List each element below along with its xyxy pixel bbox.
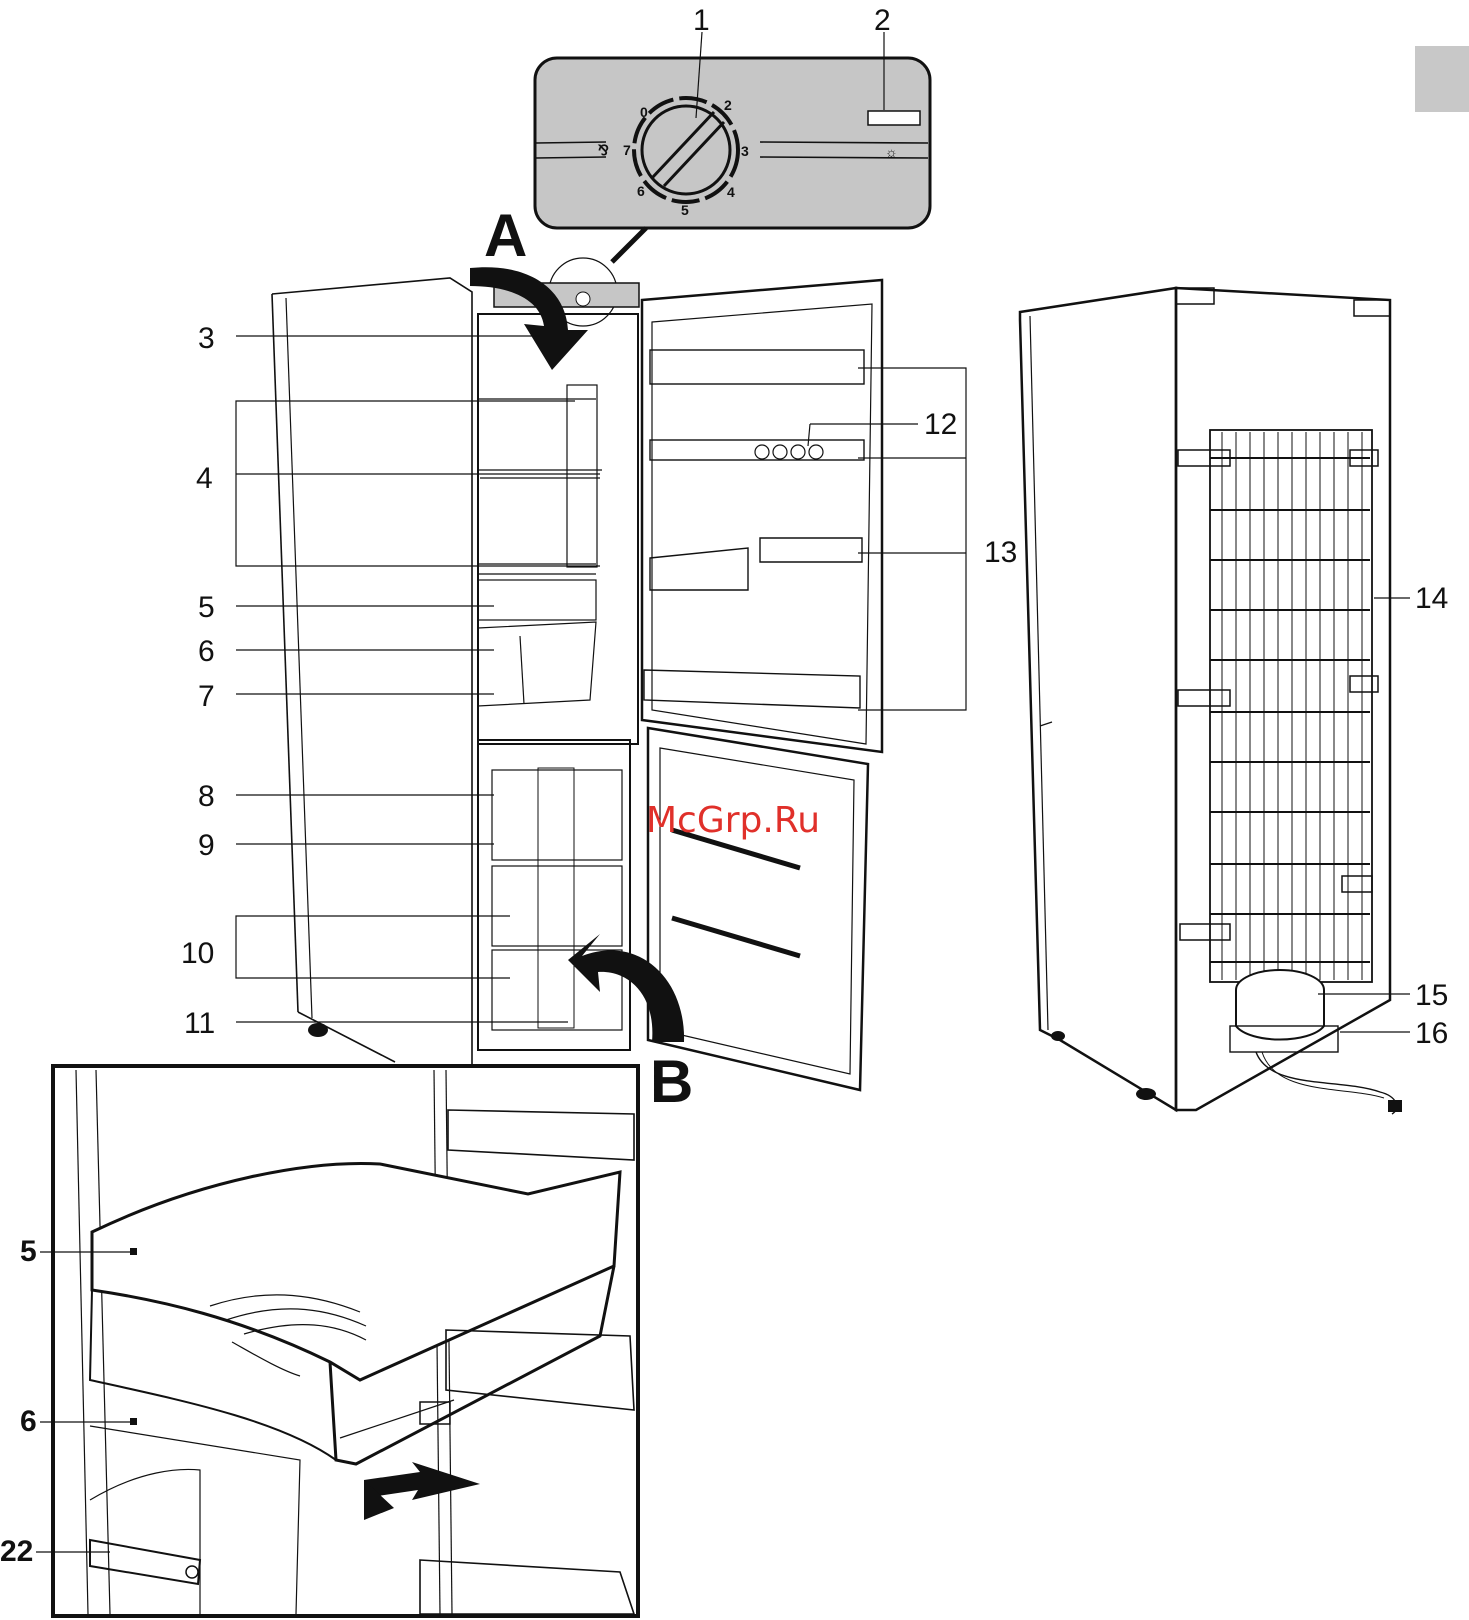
callout-8: 8 bbox=[198, 780, 215, 813]
callout-10: 10 bbox=[181, 937, 214, 970]
inset-callout-22: 22 bbox=[0, 1535, 33, 1568]
dial-mark-7: 7 bbox=[623, 142, 631, 158]
callout-7: 7 bbox=[198, 680, 215, 713]
dial-mark-5: 5 bbox=[681, 202, 689, 218]
callout-12: 12 bbox=[924, 408, 957, 441]
callout-11: 11 bbox=[184, 1007, 215, 1040]
cold-symbol-icon: ⅋ bbox=[597, 142, 609, 158]
callout-4: 4 bbox=[196, 462, 213, 495]
dial-mark-3: 3 bbox=[741, 143, 749, 159]
callout-6: 6 bbox=[198, 635, 215, 668]
fridge-rear-view bbox=[1020, 288, 1402, 1114]
sun-symbol-icon: ☼ bbox=[885, 144, 898, 160]
indicator-light bbox=[868, 111, 920, 125]
condenser-coil bbox=[1178, 430, 1378, 982]
callout-16: 16 bbox=[1415, 1017, 1448, 1050]
callout-3: 3 bbox=[198, 322, 215, 355]
watermark: McGrp.Ru bbox=[646, 800, 820, 841]
callout-14: 14 bbox=[1415, 582, 1448, 615]
callout-5: 5 bbox=[198, 591, 215, 624]
arrow-label-b: B bbox=[650, 1048, 693, 1115]
dial-mark-2: 2 bbox=[724, 97, 732, 113]
callout-2: 2 bbox=[874, 4, 891, 37]
callout-15: 15 bbox=[1415, 979, 1448, 1012]
inset-callout-6: 6 bbox=[20, 1405, 37, 1438]
callout-1: 1 bbox=[693, 4, 710, 37]
dial-mark-0: 0 bbox=[640, 104, 648, 120]
callout-9: 9 bbox=[198, 829, 215, 862]
crisper-drawer-inset bbox=[53, 1066, 638, 1616]
callout-13: 13 bbox=[984, 536, 1017, 569]
arrow-label-a: A bbox=[484, 202, 527, 269]
inset-callout-5: 5 bbox=[20, 1235, 37, 1268]
dial-mark-6: 6 bbox=[637, 183, 645, 199]
dial-mark-4: 4 bbox=[727, 184, 735, 200]
